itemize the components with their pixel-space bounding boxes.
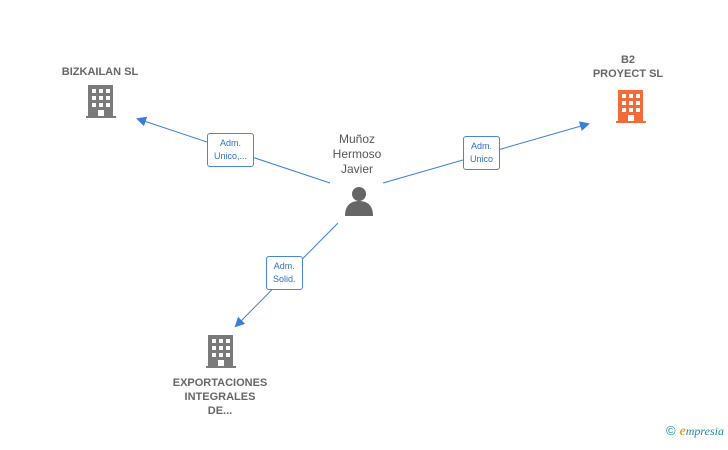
company-name-line: B2 — [620, 54, 636, 66]
company-name-line: EXPORTACIONES — [172, 377, 268, 389]
role-line: Unico,... — [214, 151, 248, 161]
company-name-bizkailan[interactable]: BIZKAILAN SL — [50, 65, 150, 79]
person-name-line: Muñoz — [338, 132, 376, 146]
role-line: Solid. — [273, 274, 296, 284]
role-line: Adm. — [471, 141, 493, 151]
person-name[interactable]: Muñoz Hermoso Javier — [317, 132, 397, 177]
person-icon[interactable] — [345, 187, 373, 216]
company-name-line: INTEGRALES — [184, 391, 256, 403]
role-line: Adm. — [220, 138, 242, 148]
brand-initial: e — [679, 424, 686, 439]
person-name-line: Javier — [340, 162, 373, 176]
person-name-line: Hermoso — [332, 147, 382, 161]
role-badge-b2: Adm. Unico — [463, 136, 501, 170]
empresia-logo[interactable]: ©empresia — [666, 423, 724, 440]
copyright-symbol: © — [665, 423, 676, 438]
building-icon[interactable] — [86, 85, 116, 118]
company-name-line: BIZKAILAN SL — [61, 66, 139, 78]
role-line: Unico — [470, 154, 494, 164]
role-line: Adm. — [273, 261, 295, 271]
building-icon[interactable] — [616, 90, 646, 123]
company-name-exportaciones[interactable]: EXPORTACIONES INTEGRALES DE... — [160, 376, 280, 418]
brand-name: mpresia — [685, 424, 724, 438]
building-icon[interactable] — [206, 335, 236, 368]
company-name-line: DE... — [207, 405, 233, 417]
role-badge-exportaciones: Adm. Solid. — [266, 256, 303, 290]
role-badge-bizkailan: Adm. Unico,... — [207, 133, 255, 167]
company-name-line: PROYECT SL — [592, 68, 664, 80]
company-name-b2[interactable]: B2 PROYECT SL — [578, 53, 678, 81]
